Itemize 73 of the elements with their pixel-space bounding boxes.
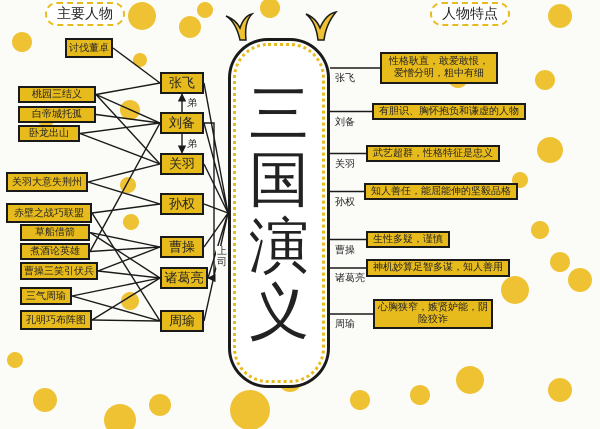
connector-line — [96, 94, 160, 124]
trait-box: 神机妙算足智多谋，知人善用 — [366, 259, 510, 277]
character-box: 曹操 — [160, 236, 204, 258]
edge-label: 关羽 — [334, 156, 356, 170]
trait-box: 心胸狭窄，嫉贤妒能，阴险狡诈 — [373, 299, 493, 329]
connector-line — [330, 313, 373, 315]
edge-label: 刘备 — [334, 114, 356, 128]
arrow — [178, 134, 186, 154]
connector-line — [89, 122, 161, 252]
connector-line — [90, 232, 160, 279]
connector-line — [72, 295, 160, 322]
connector-line — [88, 163, 160, 183]
event-box: 煮酒论英雄 — [20, 243, 90, 260]
connector-line — [96, 82, 160, 96]
edge-label: 孙权 — [334, 194, 356, 208]
event-box: 关羽大意失荆州 — [6, 172, 88, 192]
connector-line — [90, 246, 160, 252]
connector-line — [203, 164, 229, 214]
connector-line — [88, 181, 160, 205]
connector-line — [204, 203, 228, 214]
trait-box: 生性多疑，谨慎 — [366, 231, 450, 248]
edge-label: 弟 — [186, 96, 198, 110]
connector-line — [207, 212, 229, 278]
trait-box: 性格耿直，敢爱敢恨，爱憎分明，粗中有细 — [380, 52, 498, 84]
connector-line — [91, 212, 161, 322]
edge-label: 曹操 — [334, 242, 356, 256]
trait-box: 知人善任，能屈能伸的坚毅品格 — [364, 183, 518, 200]
trait-box: 有胆识、胸怀抱负和谦虚的人物 — [372, 103, 526, 120]
edge-label: 诸葛亮 — [334, 271, 366, 285]
edge-label: 张飞 — [334, 71, 356, 85]
connector-line — [330, 110, 372, 112]
event-box: 草船借箭 — [20, 224, 90, 241]
connector-line — [96, 114, 160, 124]
event-box: 孔明巧布阵图 — [20, 310, 92, 330]
edge-label: 弟 — [186, 136, 198, 150]
arrow — [204, 122, 216, 282]
edge-label: 周瑜 — [334, 317, 356, 331]
connector-line — [92, 319, 160, 322]
connector-line — [92, 277, 160, 321]
connector-line — [203, 212, 229, 248]
event-box: 桃园三结义 — [18, 86, 96, 103]
edge-label: 上司 — [216, 246, 228, 268]
character-box: 张飞 — [160, 72, 204, 94]
character-box: 周瑜 — [160, 310, 204, 332]
connector-line — [330, 152, 366, 154]
event-box: 三气周瑜 — [20, 287, 72, 305]
heading-cloud: 人物特点 — [430, 2, 510, 26]
event-box: 白帝城托孤 — [18, 106, 96, 123]
connector-line — [330, 267, 366, 269]
character-box: 刘备 — [160, 112, 204, 134]
connector-line — [330, 238, 366, 240]
connector-line — [330, 67, 380, 69]
connector-line — [95, 94, 161, 164]
title-text: 三国演义 — [249, 81, 309, 345]
connector-line — [330, 190, 364, 192]
character-box: 诸葛亮 — [160, 267, 208, 289]
heading-cloud: 主要人物 — [45, 2, 125, 26]
event-box: 曹操三笑引伏兵 — [20, 262, 98, 280]
connector-line — [92, 203, 160, 214]
connector-line — [72, 277, 160, 297]
connector-line — [112, 47, 160, 84]
connector-line — [80, 132, 160, 165]
arrow — [178, 93, 186, 112]
character-box: 孙权 — [160, 193, 204, 215]
event-box: 讨伐董卓 — [65, 38, 113, 58]
trait-box: 武艺超群，性格特征是忠义 — [366, 145, 500, 162]
character-box: 关羽 — [160, 153, 204, 175]
connector-line — [80, 122, 160, 134]
event-box: 卧龙出山 — [18, 125, 80, 142]
connector-line — [98, 270, 160, 279]
connector-line — [90, 232, 160, 248]
event-box: 赤壁之战巧联盟 — [6, 203, 92, 223]
connector-line — [98, 246, 160, 272]
